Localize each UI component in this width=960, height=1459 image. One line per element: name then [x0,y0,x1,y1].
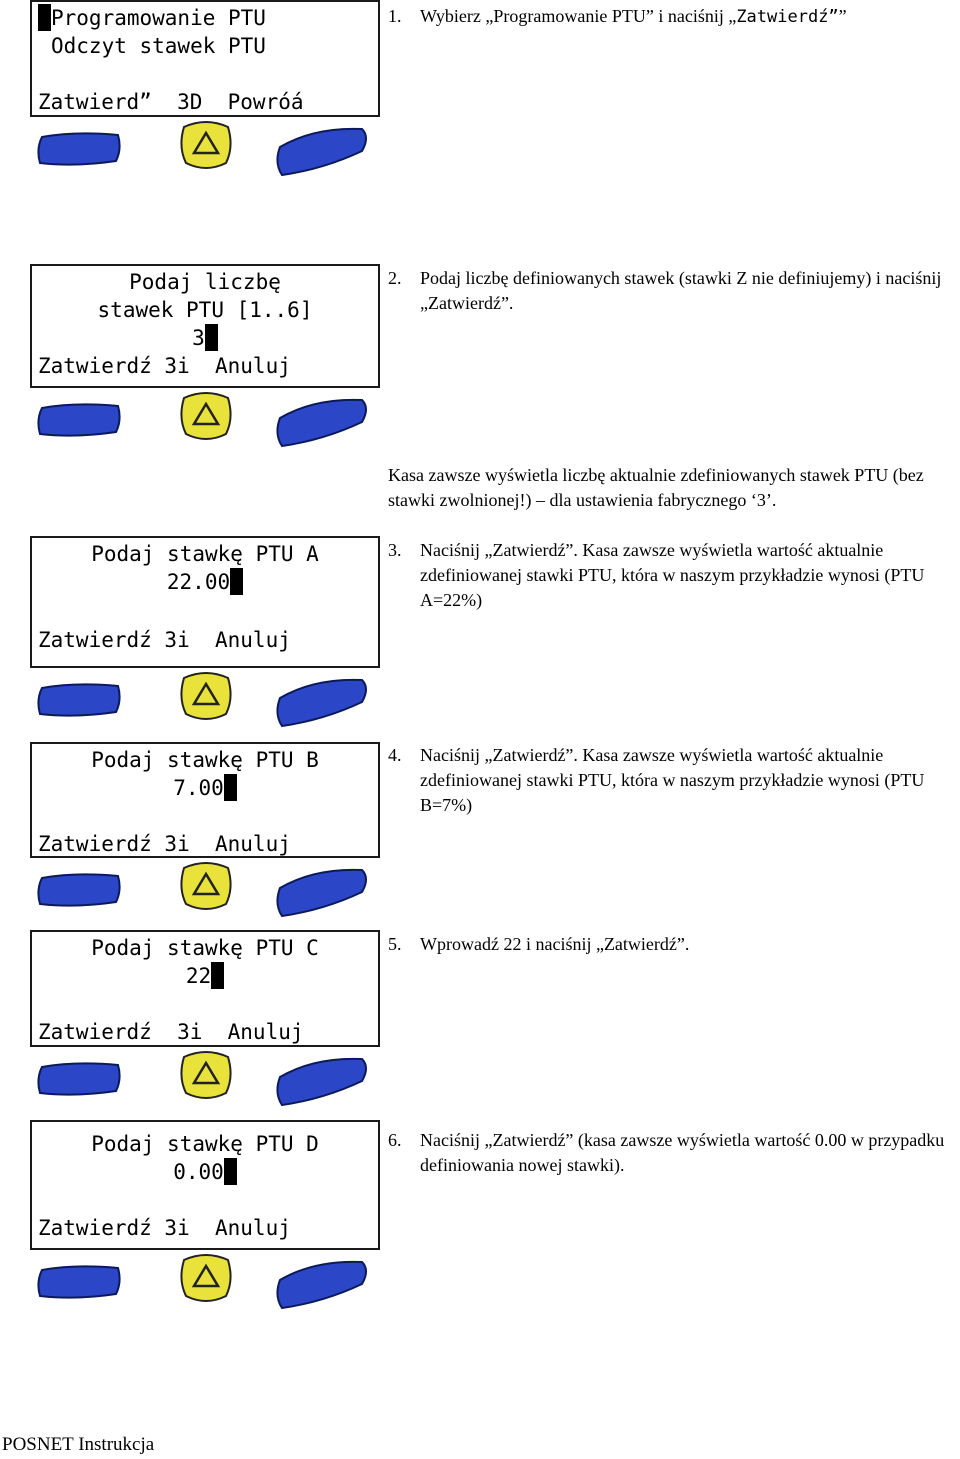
triangle-icon [191,1060,221,1085]
cursor-block [223,774,237,801]
lcd-line: Podaj stawkę PTU B [91,748,319,772]
left-softkey-button[interactable] [36,1059,122,1099]
lcd-line: 22 [32,962,378,990]
lcd-line: Zatwierd” 3D Powróá [38,90,304,114]
lcd-display: Podaj stawkę PTU B 7.00 Zatwierdź 3i Anu… [30,742,380,858]
lcd-line: Zatwierdź 3i Anuluj [38,354,291,378]
screen-panel-2: Podaj liczbę stawek PTU [1..6] 3 Zatwier… [30,264,380,460]
lcd-line: Zatwierdź 3i Anuluj [38,628,291,652]
left-softkey-button[interactable] [36,680,122,720]
lcd-line: stawek PTU [1..6] [97,298,313,322]
step-text: Naciśnij „Zatwierdź”. Kasa zawsze wyświe… [420,745,925,815]
lcd-line: Podaj liczbę [129,270,281,294]
lcd-display: Podaj liczbę stawek PTU [1..6] 3 Zatwier… [30,264,380,388]
step-number: 4. [388,745,402,765]
page-footer: POSNET Instrukcja [2,1434,155,1455]
center-key-button[interactable] [178,1049,234,1101]
keypad [30,670,380,740]
triangle-icon [191,681,221,706]
left-softkey-button[interactable] [36,129,122,169]
left-softkey-button[interactable] [36,400,122,440]
triangle-icon [191,401,221,426]
step-text: Podaj liczbę definiowanych stawek (stawk… [420,268,942,313]
center-key-button[interactable] [178,860,234,912]
cursor-block [211,962,225,989]
lcd-line: Programowanie PTU [32,4,378,32]
step-3: 3. Naciśnij „Zatwierdź”. Kasa zawsze wyś… [388,538,953,613]
keypad [30,1252,380,1322]
right-softkey-button[interactable] [274,394,370,450]
keypad [30,119,380,189]
step-6: 6. Naciśnij „Zatwierdź” (kasa zawsze wyś… [388,1128,953,1178]
left-softkey-button[interactable] [36,870,122,910]
lcd-line: 7.00 [32,774,378,802]
cursor-block [223,1158,237,1185]
triangle-icon [191,871,221,896]
lcd-line: Podaj stawkę PTU C [91,936,319,960]
step-number: 1. [388,6,402,26]
step-text: Wybierz „Programowanie PTU” i naciśnij „… [420,6,847,27]
screen-panel-3: Podaj stawkę PTU A 22.00 Zatwierdź 3i An… [30,536,380,740]
screen-panel-1: Programowanie PTU Odczyt stawek PTU Zatw… [30,0,380,189]
screen-panel-5: Podaj stawkę PTU C 22 Zatwierdź 3i Anulu… [30,930,380,1119]
step-5: 5. Wprowadź 22 i naciśnij „Zatwierdź”. [388,932,953,957]
left-softkey-button[interactable] [36,1262,122,1302]
keypad [30,390,380,460]
triangle-icon [191,130,221,155]
keypad [30,860,380,930]
cursor-block [38,4,51,31]
lcd-line: Zatwierdź 3i Anuluj [38,832,291,856]
step-4: 4. Naciśnij „Zatwierdź”. Kasa zawsze wyś… [388,743,953,818]
lcd-display: Podaj stawkę PTU A 22.00 Zatwierdź 3i An… [30,536,380,668]
right-softkey-button[interactable] [274,1256,370,1312]
step-text: Naciśnij „Zatwierdź”. Kasa zawsze wyświe… [420,540,925,610]
lcd-line: Zatwierdź 3i Anuluj [38,1216,291,1240]
keypad [30,1049,380,1119]
lcd-line: 0.00 [32,1158,378,1186]
center-key-button[interactable] [178,390,234,442]
lcd-line: Podaj stawkę PTU A [91,542,319,566]
info-note: Kasa zawsze wyświetla liczbę aktualnie z… [388,465,924,510]
lcd-display: Programowanie PTU Odczyt stawek PTU Zatw… [30,0,380,117]
screen-panel-4: Podaj stawkę PTU B 7.00 Zatwierdź 3i Anu… [30,742,380,930]
step-number: 2. [388,268,402,288]
lcd-line: Odczyt stawek PTU [51,34,266,58]
step-text: Naciśnij „Zatwierdź” (kasa zawsze wyświe… [420,1130,945,1175]
step-number: 6. [388,1130,402,1150]
step-2: 2. Podaj liczbę definiowanych stawek (st… [388,266,953,316]
center-key-button[interactable] [178,1252,234,1304]
center-key-button[interactable] [178,119,234,171]
lcd-line: Zatwierdź 3i Anuluj [38,1020,304,1044]
right-softkey-button[interactable] [274,864,370,920]
lcd-display: Podaj stawkę PTU D 0.00 Zatwierdź 3i Anu… [30,1120,380,1250]
screen-panel-6: Podaj stawkę PTU D 0.00 Zatwierdź 3i Anu… [30,1120,380,1322]
lcd-line: 3 [32,324,378,352]
step-1: 1. Wybierz „Programowanie PTU” i naciśni… [388,4,953,30]
lcd-line: 22.00 [32,568,378,596]
cursor-block [204,324,218,351]
right-softkey-button[interactable] [274,123,370,179]
lcd-line: Podaj stawkę PTU D [91,1132,319,1156]
center-key-button[interactable] [178,670,234,722]
right-softkey-button[interactable] [274,674,370,730]
cursor-block [230,568,244,595]
lcd-display: Podaj stawkę PTU C 22 Zatwierdź 3i Anulu… [30,930,380,1047]
step-number: 3. [388,540,402,560]
step-number: 5. [388,934,402,954]
step-text: Wprowadź 22 i naciśnij „Zatwierdź”. [420,934,690,954]
triangle-icon [191,1263,221,1288]
right-softkey-button[interactable] [274,1053,370,1109]
